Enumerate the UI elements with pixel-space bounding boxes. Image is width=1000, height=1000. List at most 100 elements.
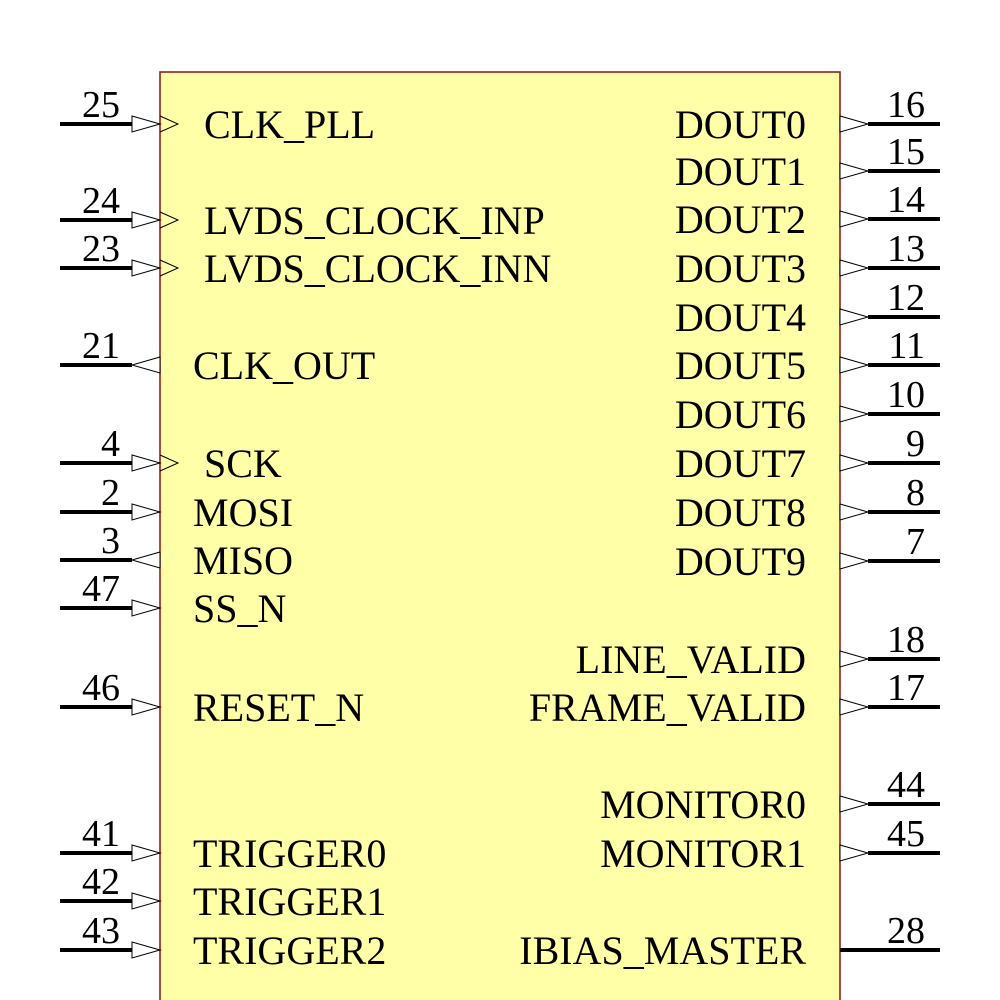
pin-number: 8	[906, 472, 925, 514]
output-arrow-icon	[839, 552, 870, 570]
pin-clk-pll: 25 CLK_PLL	[60, 84, 375, 147]
pin-miso: 3 MISO	[60, 520, 293, 583]
pin-name: DOUT6	[675, 392, 806, 437]
pin-name: DOUT8	[675, 490, 806, 535]
input-arrow-icon	[131, 844, 162, 862]
input-arrow-icon	[131, 211, 162, 229]
output-arrow-icon	[839, 698, 870, 716]
pin-number: 21	[82, 325, 120, 367]
input-arrow-icon	[131, 115, 162, 133]
input-arrow-icon	[131, 259, 162, 277]
pin-number: 16	[887, 84, 925, 126]
pin-dout3: 13 DOUT3	[675, 228, 940, 291]
pin-name: DOUT3	[675, 246, 806, 291]
pin-number: 15	[887, 131, 925, 173]
output-arrow-icon	[839, 115, 870, 133]
output-arrow-icon	[839, 503, 870, 521]
pin-number: 18	[887, 619, 925, 661]
pin-name: DOUT7	[675, 441, 806, 486]
pin-dout4: 12 DOUT4	[675, 277, 940, 340]
pin-name: DOUT2	[675, 197, 806, 242]
pin-name: TRIGGER1	[193, 879, 386, 924]
pin-number: 46	[82, 667, 120, 709]
input-arrow-icon	[131, 599, 162, 617]
pin-reset-n: 46 RESET_N	[60, 667, 364, 730]
pin-number: 12	[887, 277, 925, 319]
output-arrow-icon	[839, 844, 870, 862]
component-body	[159, 71, 841, 1000]
pin-lvds-clock-inp: 24 LVDS_CLOCK_INP	[60, 180, 545, 243]
pin-name: IBIAS_MASTER	[519, 928, 806, 973]
input-arrow-icon	[131, 941, 162, 959]
clock-chevron-icon	[159, 454, 180, 472]
pin-dout6: 10 DOUT6	[675, 374, 940, 437]
pin-name: TRIGGER0	[193, 831, 386, 876]
output-arrow-icon	[839, 650, 870, 668]
pin-number: 10	[887, 374, 925, 416]
pin-name: DOUT1	[675, 149, 806, 194]
pin-name: MOSI	[193, 490, 293, 535]
pin-dout9: 7 DOUT9	[675, 521, 940, 584]
pin-name: DOUT5	[675, 343, 806, 388]
pin-name: DOUT4	[675, 295, 806, 340]
pin-number: 25	[82, 84, 120, 126]
pin-number: 13	[887, 228, 925, 270]
pin-name: SS_N	[193, 586, 286, 631]
pin-line-valid: 18 LINE_VALID	[576, 619, 940, 682]
pin-name: MONITOR1	[600, 831, 806, 876]
pin-number: 42	[82, 861, 120, 903]
clock-chevron-icon	[159, 211, 180, 229]
clock-chevron-icon	[159, 259, 180, 277]
pin-dout7: 9 DOUT7	[675, 423, 940, 486]
input-arrow-icon	[131, 503, 162, 521]
pin-ss-n: 47 SS_N	[60, 568, 286, 631]
pin-number: 24	[82, 180, 120, 222]
clock-chevron-icon	[159, 115, 180, 133]
pin-name: MISO	[193, 538, 293, 583]
pin-monitor1: 45 MONITOR1	[600, 813, 940, 876]
pin-dout5: 11 DOUT5	[675, 325, 940, 388]
output-arrow-icon	[839, 454, 870, 472]
input-arrow-icon	[131, 454, 162, 472]
output-arrow-icon	[839, 210, 870, 228]
output-arrow-icon	[130, 551, 161, 569]
pin-number: 7	[906, 521, 925, 563]
pin-name: MONITOR0	[600, 782, 806, 827]
pin-number: 14	[887, 179, 925, 221]
output-arrow-icon	[839, 795, 870, 813]
pin-trigger1: 42 TRIGGER1	[60, 861, 386, 924]
pin-number: 2	[101, 472, 120, 514]
input-arrow-icon	[131, 892, 162, 910]
pin-trigger2: 43 TRIGGER2	[60, 910, 386, 973]
output-arrow-icon	[839, 356, 870, 374]
pin-dout8: 8 DOUT8	[675, 472, 940, 535]
pin-number: 23	[82, 228, 120, 270]
pin-number: 11	[888, 325, 925, 367]
pin-name: DOUT9	[675, 539, 806, 584]
output-arrow-icon	[839, 259, 870, 277]
pin-number: 17	[887, 667, 925, 709]
output-arrow-icon	[839, 308, 870, 326]
pin-number: 43	[82, 910, 120, 952]
pin-name: CLK_PLL	[204, 102, 375, 147]
pin-name: TRIGGER2	[193, 928, 386, 973]
pin-dout2: 14 DOUT2	[675, 179, 940, 242]
pin-number: 3	[101, 520, 120, 562]
right-pin-group: 16DOUT015DOUT114DOUT213DOUT312DOUT411DOU…	[519, 84, 940, 973]
pin-name: SCK	[204, 441, 282, 486]
pin-number: 44	[887, 764, 925, 806]
pin-name: LVDS_CLOCK_INP	[204, 198, 545, 243]
pin-number: 47	[82, 568, 120, 610]
pin-number: 9	[906, 423, 925, 465]
pin-name: LINE_VALID	[576, 637, 806, 682]
pin-number: 45	[887, 813, 925, 855]
pin-name: RESET_N	[193, 685, 364, 730]
